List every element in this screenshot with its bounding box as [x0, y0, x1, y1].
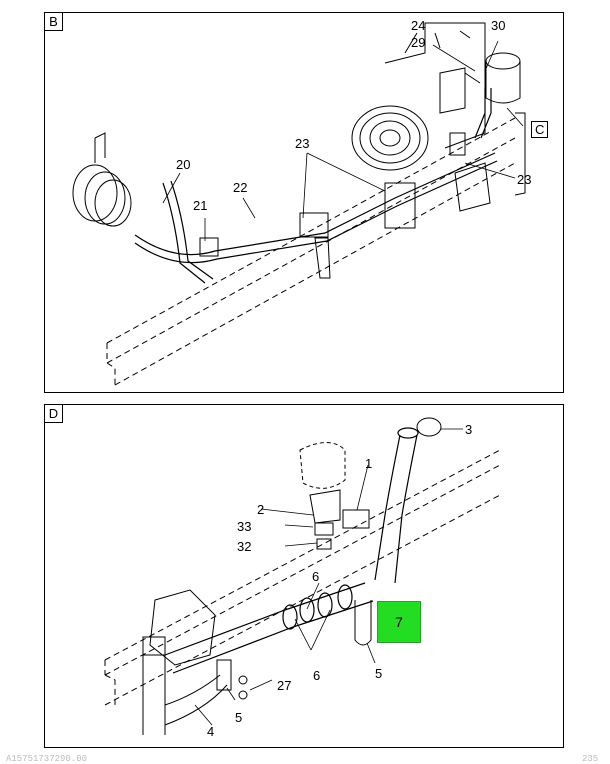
- flex-pipe: [164, 582, 374, 674]
- callout-3: 3: [465, 422, 473, 437]
- nut-upper: [238, 675, 248, 685]
- bracket-1: [342, 509, 370, 529]
- u-bolt: [354, 600, 372, 646]
- callout-4: 4: [207, 724, 215, 739]
- callout-27: 27: [277, 678, 292, 693]
- callout-29: 29: [411, 35, 426, 50]
- footer-id: A15751737290.00: [6, 754, 88, 764]
- gasket-ring: [416, 417, 442, 437]
- callout-21: 21: [193, 198, 208, 213]
- bracket-plate: [384, 182, 416, 229]
- nut-lower: [238, 690, 248, 700]
- panel-b-label: B: [45, 13, 63, 31]
- callout-32: 32: [237, 539, 252, 554]
- bracket-21: [199, 237, 219, 257]
- left-compressor: [72, 132, 132, 227]
- callout-30: 30: [491, 18, 506, 33]
- right-bracket: [454, 162, 491, 212]
- callout-6-upper: 6: [312, 569, 320, 584]
- exhaust-pipe: [374, 427, 419, 584]
- callout-2: 2: [257, 502, 265, 517]
- callout-1: 1: [365, 456, 373, 471]
- frame-rail-d: [104, 449, 501, 706]
- callout-20: 20: [176, 157, 191, 172]
- callout-33: 33: [237, 519, 252, 534]
- bracket-clamp: [299, 212, 329, 238]
- callout-23-right: 23: [517, 172, 532, 187]
- frame-rail: [106, 117, 516, 386]
- callout-22: 22: [233, 180, 248, 195]
- callout-c: C: [531, 121, 549, 138]
- callout-7-highlight: 7: [377, 601, 421, 643]
- panel-d-drawing: [104, 417, 501, 735]
- callout-6-lower: 6: [313, 668, 321, 683]
- leader-lines-d: [194, 428, 463, 726]
- engine-block: [384, 22, 486, 156]
- callout-7: 7: [395, 614, 403, 630]
- reservoir: [485, 52, 521, 104]
- callout-5-left: 5: [235, 710, 243, 725]
- panel-d-diagram: D 3 1 2 33 32 6 7 6 5 27 5 4: [44, 404, 564, 748]
- part-32: [316, 538, 332, 550]
- callout-23-top: 23: [295, 136, 310, 151]
- leader-lines: [162, 40, 524, 241]
- turbo-housing: [351, 105, 429, 171]
- muffler-housing: [142, 589, 228, 735]
- clamp-27: [216, 659, 232, 691]
- bracket-mount: [314, 237, 331, 279]
- rail-end: [514, 112, 526, 196]
- panel-b-diagram: B 24 29 30 C 20 21 22 23 23: [44, 12, 564, 393]
- footer-page: 235: [582, 754, 599, 764]
- hose-lines: [134, 88, 498, 284]
- callout-24: 24: [411, 18, 426, 33]
- part-33: [314, 522, 334, 536]
- mount-plate: [299, 442, 346, 489]
- support-bracket: [309, 489, 341, 524]
- callout-5-right: 5: [375, 666, 383, 681]
- panel-d-label: D: [45, 405, 63, 423]
- panel-b-drawing: [72, 22, 526, 386]
